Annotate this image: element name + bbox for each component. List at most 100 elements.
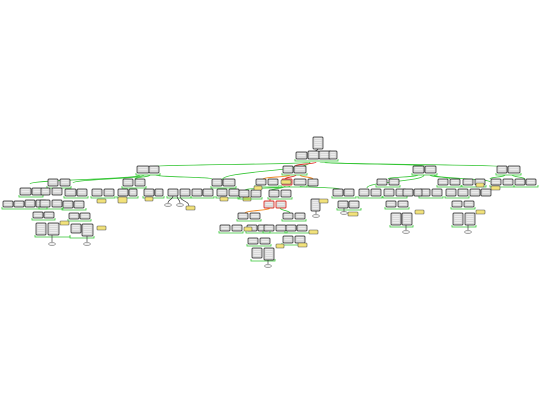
tree-node (43, 211, 55, 219)
tree-node (35, 222, 47, 236)
group-bracket (116, 196, 139, 199)
tree-node (249, 212, 261, 220)
tree-node (32, 211, 44, 219)
group-bracket (69, 236, 95, 239)
group-bracket (262, 231, 288, 234)
note-box (490, 185, 501, 191)
tree-node (464, 212, 476, 226)
leaf-oval (402, 230, 410, 234)
tree-node (263, 224, 275, 232)
tree-node (514, 178, 526, 186)
group-bracket (267, 197, 293, 200)
group-bracket (1, 207, 48, 210)
tree-node (282, 212, 294, 220)
note-box (297, 242, 308, 248)
leaf-oval (176, 203, 184, 207)
group-bracket (250, 259, 276, 262)
tree-node (390, 212, 402, 226)
tree-edge (72, 174, 145, 184)
group-bracket (190, 196, 215, 199)
group-bracket (294, 159, 339, 162)
tree-edge (179, 195, 190, 207)
tree-node (81, 223, 94, 237)
leaf-oval (164, 203, 172, 207)
tree-node (463, 200, 475, 208)
tree-node (525, 178, 537, 186)
group-bracket (121, 186, 147, 189)
group-bracket (389, 225, 414, 228)
tree-node (310, 198, 321, 212)
group-bracket (245, 231, 271, 234)
note-box (275, 243, 285, 249)
note-box (475, 209, 486, 215)
tree-node (231, 224, 243, 232)
tree-node (452, 212, 464, 226)
tree-edge (299, 185, 341, 190)
tree-edge (433, 174, 491, 183)
group-bracket (336, 208, 362, 211)
tree-node (388, 178, 400, 186)
note-box (475, 182, 485, 188)
group-bracket (18, 195, 44, 198)
tree-node (376, 178, 388, 186)
group-bracket (31, 218, 56, 221)
group-bracket (382, 196, 408, 199)
group-bracket (513, 185, 539, 188)
tree-node (462, 178, 474, 186)
tree-edge (279, 207, 291, 214)
tree-edge (244, 185, 291, 191)
group-bracket (461, 185, 487, 188)
tree-edge (284, 174, 297, 180)
group-bracket (38, 207, 64, 210)
group-bracket (210, 186, 237, 189)
group-bracket (357, 196, 383, 199)
group-bracket (411, 173, 438, 176)
leaf-oval (83, 242, 91, 246)
tree-edge (176, 195, 181, 204)
note-box (308, 229, 319, 235)
tree-node (307, 150, 320, 160)
note-box (414, 209, 425, 215)
tree-node (293, 178, 307, 186)
tree-node (449, 178, 461, 186)
note-box (96, 198, 107, 204)
note-box (96, 225, 107, 231)
tree-edge (244, 207, 271, 214)
note-box (144, 196, 154, 202)
group-bracket (384, 207, 410, 210)
tree-node (2, 200, 14, 208)
tree-edge (429, 174, 451, 180)
group-bracket (436, 185, 462, 188)
leaf-oval (312, 214, 320, 218)
group-bracket (281, 219, 307, 222)
tree-node (255, 178, 267, 186)
tree-edge (29, 174, 141, 185)
group-bracket (63, 196, 89, 199)
tree-node (263, 247, 275, 261)
tree-node (259, 237, 271, 245)
tree-edge (134, 174, 151, 180)
tree-edge (511, 174, 526, 180)
tree-node (296, 224, 308, 232)
leaf-oval (340, 211, 348, 215)
tree-node (13, 200, 25, 208)
tree-node (312, 136, 324, 150)
group-bracket (246, 244, 272, 247)
tree-node (68, 212, 80, 220)
group-bracket (142, 196, 165, 199)
note-box (347, 211, 359, 217)
tree-node (437, 178, 449, 186)
tree-edge (489, 174, 506, 180)
group-bracket (418, 196, 444, 199)
leaf-oval (48, 242, 56, 246)
note-box (280, 179, 292, 185)
group-bracket (450, 207, 476, 210)
tree-edge (294, 161, 317, 167)
leaf-oval (464, 230, 472, 234)
tree-edge (299, 174, 314, 180)
note-box (219, 196, 229, 202)
tree-node (267, 178, 279, 186)
tree-node (490, 178, 502, 186)
note-box (318, 198, 329, 204)
